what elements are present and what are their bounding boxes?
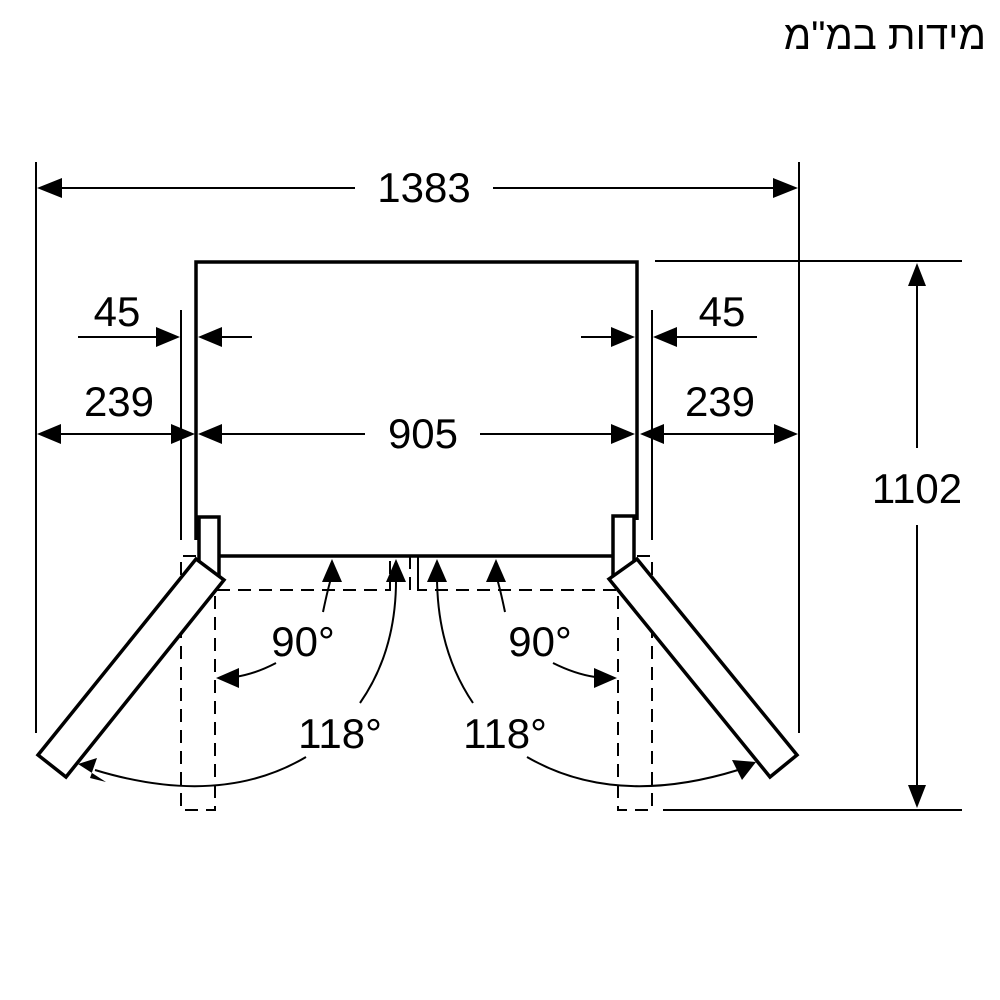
cabinet-width-label: 905 xyxy=(388,410,458,457)
arrow-down-icon xyxy=(908,785,926,808)
side-clearance-right-label: 239 xyxy=(685,378,755,425)
overall-depth-dimension: 1102 xyxy=(655,260,962,811)
left-door-open xyxy=(35,556,227,780)
cabinet-body xyxy=(194,260,639,540)
hinge-offset-right-dimension: 45 xyxy=(581,288,757,347)
overall-width-dimension: 1383 xyxy=(37,164,798,211)
left-90-label: 90° xyxy=(271,618,335,665)
door-90-degree-outlines xyxy=(180,555,653,811)
side-clearance-right-dimension: 239 xyxy=(640,378,798,444)
hinge-offset-left-dimension: 45 xyxy=(78,288,252,347)
units-title: מידות במ"מ xyxy=(783,14,986,58)
arrow-left-icon xyxy=(37,178,62,198)
hinge-offset-left-label: 45 xyxy=(94,288,141,335)
arrow-up-icon xyxy=(908,263,926,286)
overall-depth-label: 1102 xyxy=(872,465,962,512)
left-118-angle-indicator: 118° xyxy=(78,559,406,788)
cabinet-width-dimension: 905 xyxy=(198,410,635,457)
arrow-right-icon xyxy=(773,178,798,198)
right-door-open xyxy=(606,556,800,780)
right-90-label: 90° xyxy=(508,618,572,665)
right-90-angle-indicator: 90° xyxy=(486,559,617,688)
left-90-angle-indicator: 90° xyxy=(216,559,342,688)
side-clearance-left-label: 239 xyxy=(84,378,154,425)
hinge-offset-right-label: 45 xyxy=(699,288,746,335)
right-118-label: 118° xyxy=(463,710,547,757)
right-118-angle-indicator: 118° xyxy=(427,559,756,788)
side-clearance-left-dimension: 239 xyxy=(37,378,195,444)
overall-width-label: 1383 xyxy=(377,164,470,211)
left-118-label: 118° xyxy=(298,710,382,757)
